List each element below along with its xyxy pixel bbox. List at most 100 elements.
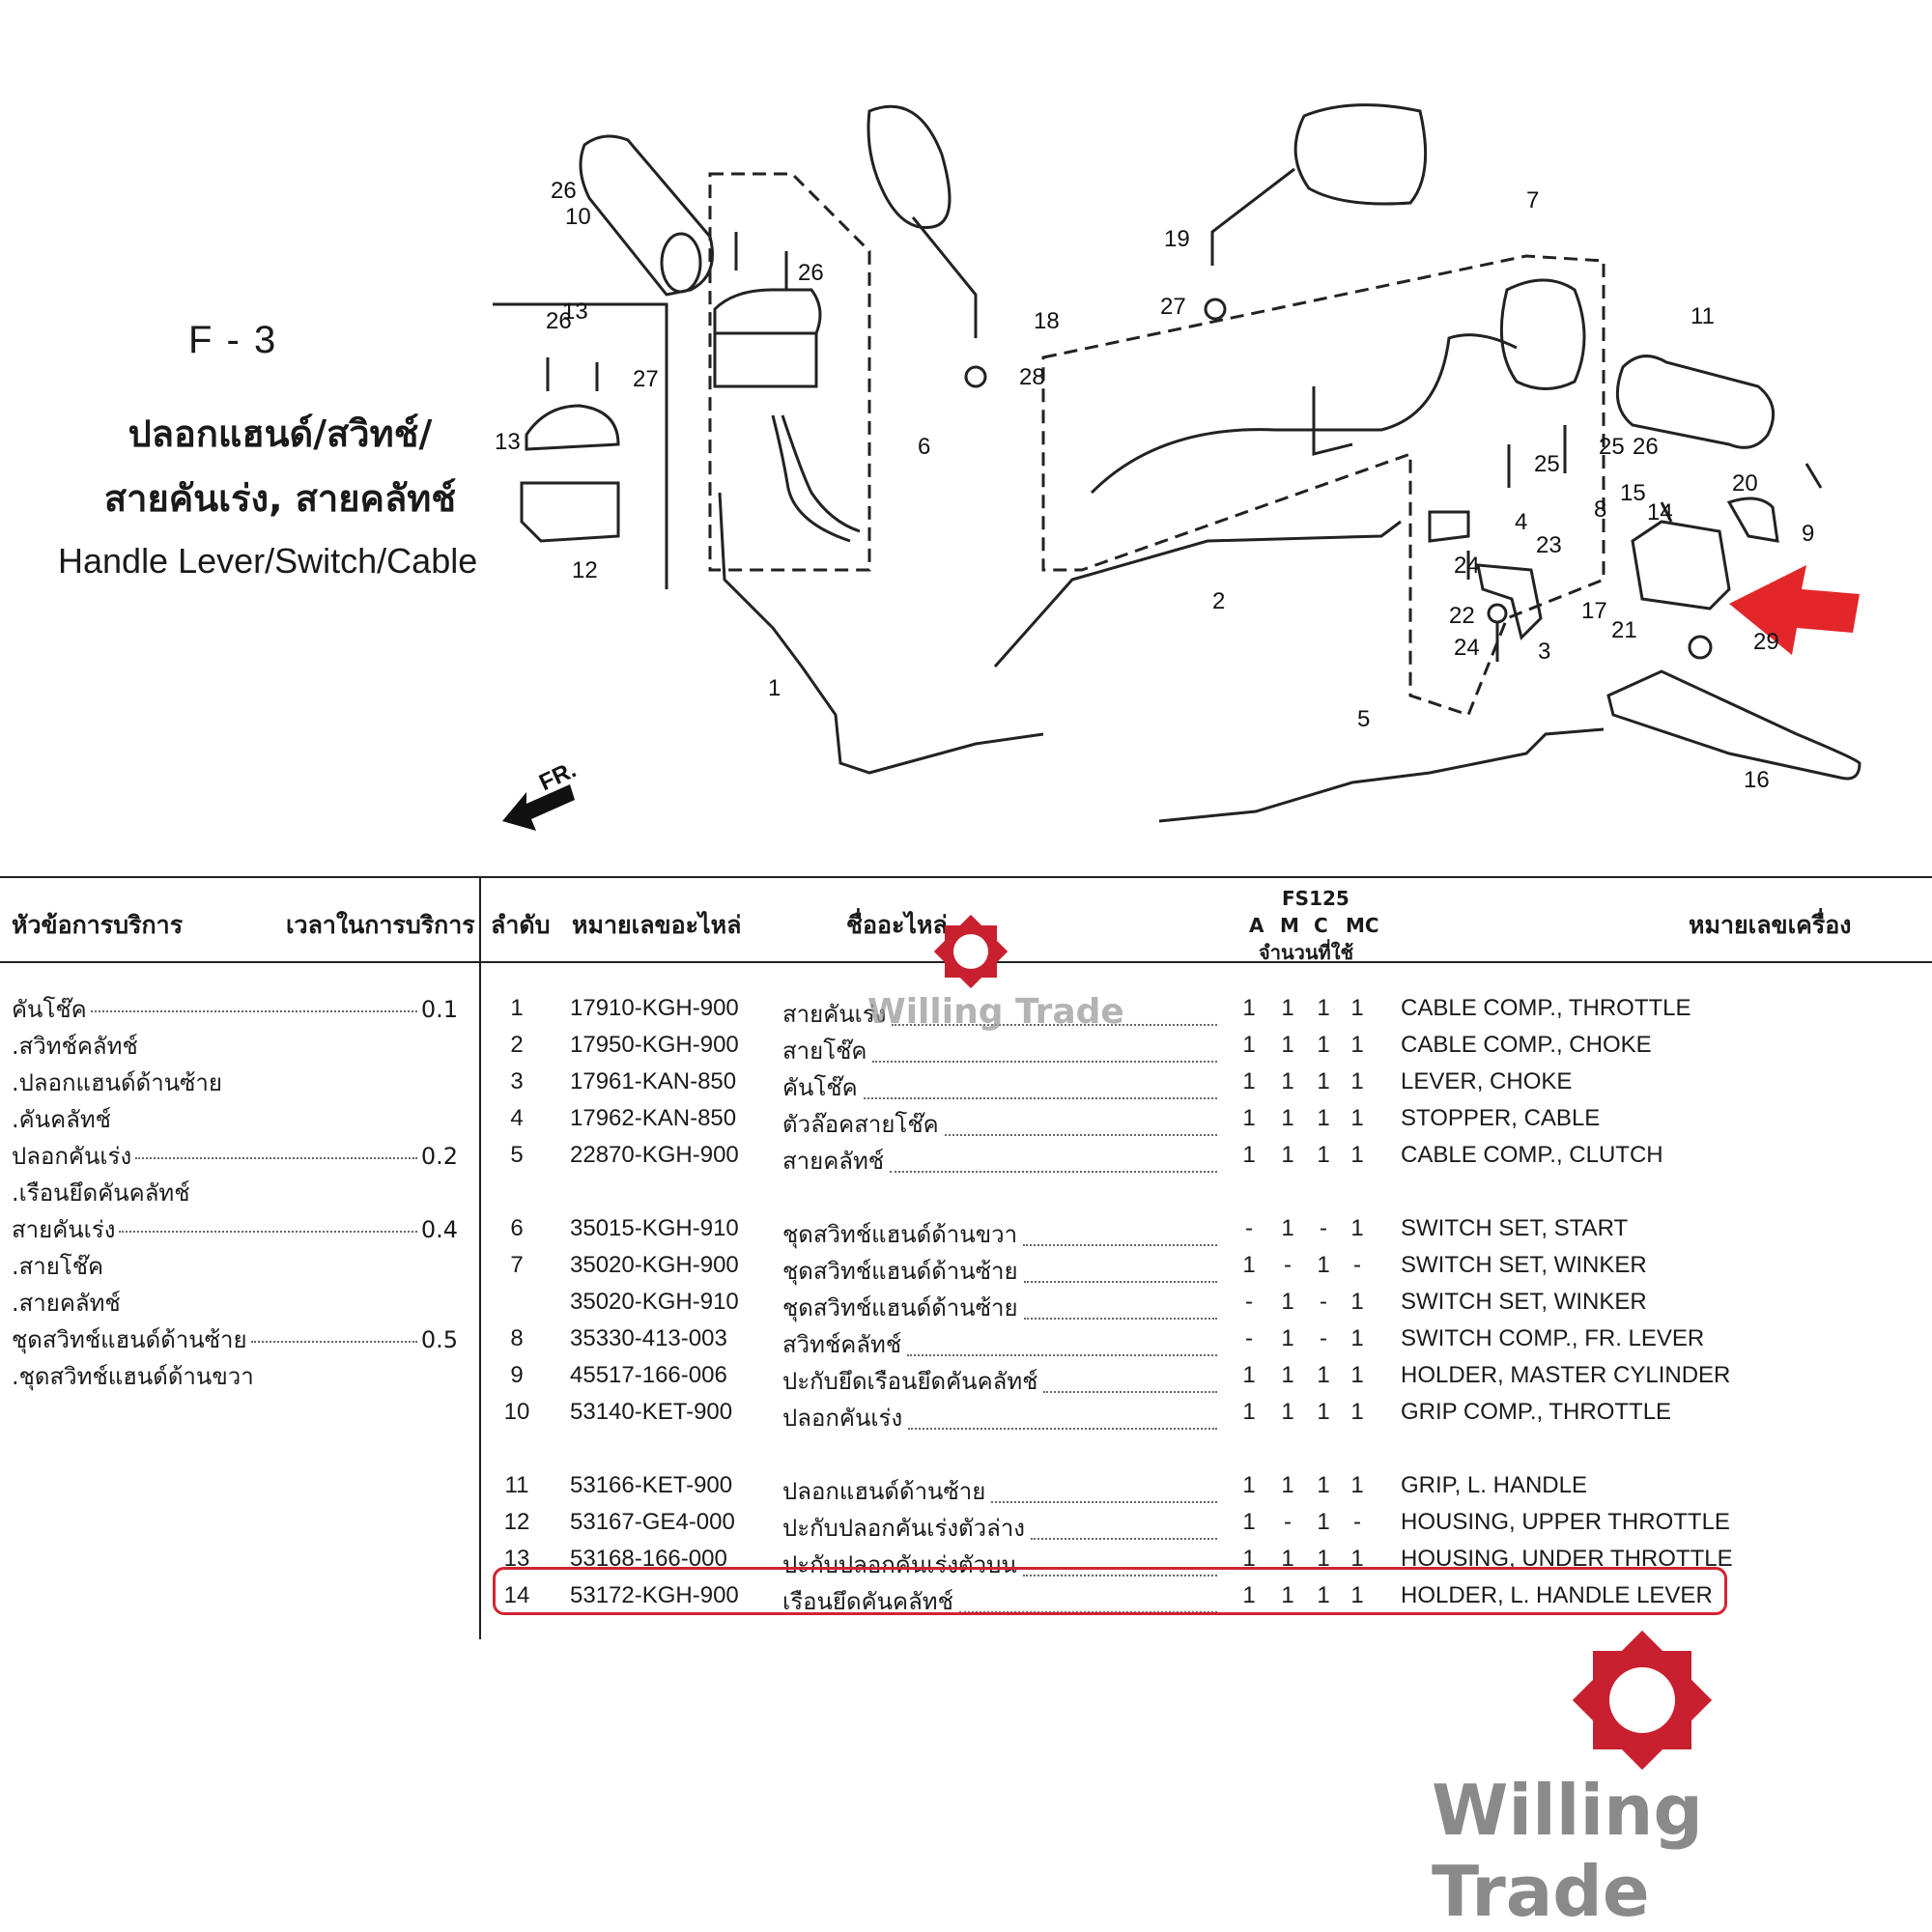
qty-value: 1 [1242, 1546, 1256, 1572]
qty-value: 1 [1281, 1068, 1294, 1094]
qty-value: - [1245, 1215, 1253, 1241]
row-number: 14 [503, 1582, 530, 1608]
callout-number: 26 [551, 178, 577, 204]
qty-value: 1 [1242, 1582, 1256, 1608]
qty-value: 1 [1317, 1582, 1330, 1608]
part-name-thai: ชุดสวิทช์แฮนด์ด้านซ้าย [782, 1294, 1018, 1321]
part-description: SWITCH SET, START [1401, 1215, 1629, 1241]
part-name-thai: สายคลัทช์ [782, 1148, 885, 1175]
qty-value: 1 [1281, 1362, 1294, 1388]
header-engine-no: หมายเลขเครื่อง [1689, 911, 1852, 939]
header-qty-mc: MC [1346, 914, 1379, 937]
service-item-label: .คันคลัทช์ [12, 1106, 111, 1133]
service-item-label: ปลอกคันเร่ง [12, 1143, 132, 1170]
qty-value: 1 [1317, 1399, 1330, 1425]
callout-number: 24 [1454, 553, 1480, 579]
qty-value: - [1245, 1289, 1253, 1315]
dot-leader [1024, 1252, 1217, 1283]
callout-number: 8 [1594, 497, 1606, 523]
callout-number: 7 [1526, 187, 1539, 213]
service-item-label: .ชุดสวิทช์แฮนด์ด้านขวา [12, 1363, 254, 1390]
row-number: 11 [504, 1472, 529, 1498]
header-qty-a: A [1249, 914, 1264, 937]
part-number: 35330-413-003 [570, 1325, 727, 1351]
callout-number: 10 [565, 204, 591, 230]
qty-value: - [1284, 1509, 1292, 1535]
part-name-thai: สายคันเร่ง [782, 1001, 887, 1028]
row-number: 6 [510, 1215, 524, 1241]
service-item-leader [250, 1341, 417, 1343]
service-item: .เรือนยึดคันคลัทช์ [12, 1174, 458, 1210]
qty-value: 1 [1281, 1105, 1294, 1131]
service-item-leader [119, 1231, 417, 1233]
header-qty-m: M [1280, 914, 1299, 937]
dot-leader [892, 995, 1217, 1026]
qty-value: 1 [1350, 1472, 1364, 1498]
callout-number: 20 [1732, 470, 1758, 497]
part-name-thai: ปลอกคันเร่ง [782, 1405, 903, 1432]
callout-number: 26 [546, 308, 572, 334]
qty-value: 1 [1242, 1472, 1256, 1498]
figure-title-thai-line2: สายคันเร่ง, สายคลัทช์ [103, 477, 457, 520]
header-part-no: หมายเลขอะไหล่ [572, 911, 742, 939]
part-number: 17961-KAN-850 [570, 1068, 737, 1094]
part-description: LEVER, CHOKE [1401, 1068, 1573, 1094]
part-description: HOLDER, L. HANDLE LEVER [1401, 1582, 1713, 1608]
callout-number: 6 [918, 434, 930, 460]
willing-trade-small-logo-icon [933, 914, 1009, 989]
qty-value: 1 [1281, 1142, 1294, 1168]
qty-value: 1 [1350, 1582, 1364, 1608]
qty-value: - [1245, 1325, 1253, 1351]
callout-number: 25 [1599, 434, 1625, 460]
qty-value: - [1320, 1325, 1327, 1351]
row-number: 2 [510, 1032, 524, 1058]
part-description: GRIP, L. HANDLE [1401, 1472, 1587, 1498]
header-qty-c: C [1314, 914, 1328, 937]
part-number: 35020-KGH-900 [570, 1252, 739, 1278]
part-number: 53166-KET-900 [570, 1472, 733, 1498]
qty-value: - [1353, 1252, 1361, 1278]
part-description: SWITCH COMP., FR. LEVER [1401, 1325, 1705, 1351]
qty-value: 1 [1317, 1509, 1330, 1535]
row-number: 5 [510, 1142, 524, 1168]
qty-value: 1 [1317, 1546, 1330, 1572]
service-item-time: 0.1 [420, 996, 458, 1023]
dot-leader [991, 1472, 1217, 1503]
watermark-large-text: Willing Trade [1432, 1770, 1703, 1932]
callout-number: 27 [1160, 294, 1186, 320]
callout-number: 22 [1449, 603, 1475, 629]
service-item-label: ชุดสวิทช์แฮนด์ด้านซ้าย [12, 1326, 247, 1353]
qty-value: 1 [1317, 1105, 1330, 1131]
callout-number: 19 [1164, 226, 1190, 252]
dot-leader [945, 1105, 1217, 1136]
row-number: 7 [510, 1252, 524, 1278]
callout-number: 13 [495, 429, 521, 455]
qty-value: 1 [1350, 1399, 1364, 1425]
callout-number: 4 [1515, 509, 1527, 535]
header-service-topic: หัวข้อการบริการ [12, 911, 184, 939]
row-number: 10 [503, 1399, 530, 1425]
qty-value: 1 [1281, 1472, 1294, 1498]
service-item: .ชุดสวิทช์แฮนด์ด้านขวา [12, 1357, 458, 1394]
row-number: 1 [510, 995, 524, 1021]
part-name-thai: ปะกับปลอกคันเร่งตัวล่าง [782, 1515, 1026, 1542]
qty-value: 1 [1281, 995, 1294, 1021]
part-description: CABLE COMP., THROTTLE [1401, 995, 1691, 1021]
part-description: CABLE COMP., CHOKE [1401, 1032, 1652, 1058]
dot-leader [872, 1032, 1217, 1063]
qty-value: 1 [1350, 1362, 1364, 1388]
header-no: ลำดับ [491, 911, 551, 939]
highlighted-row-frame [493, 1567, 1727, 1615]
service-item-label: คันโช๊ค [12, 996, 87, 1023]
callout-number: 13 [562, 298, 588, 325]
row-number: 8 [510, 1325, 524, 1351]
